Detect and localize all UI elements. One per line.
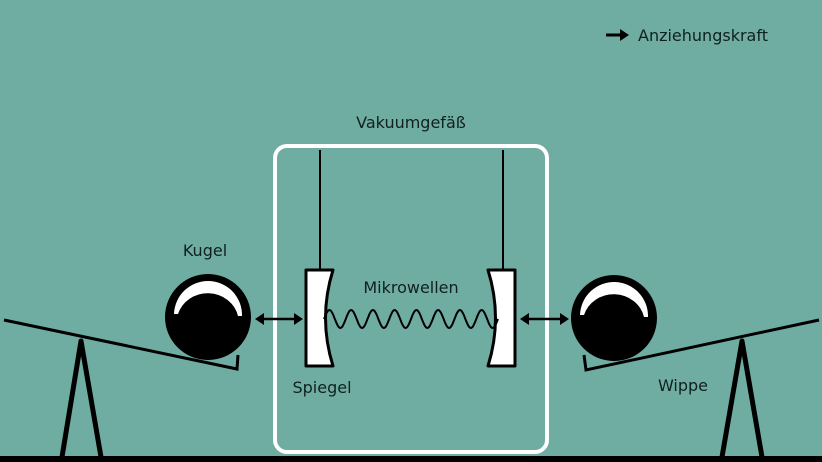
- left-mirror: [304, 268, 335, 368]
- arrow-right-icon: [606, 29, 629, 41]
- left-attraction-arrow: [255, 313, 303, 325]
- vacuum-vessel: [273, 144, 549, 454]
- microwave-wave: [323, 308, 499, 330]
- ball-label: Kugel: [183, 241, 227, 260]
- ground: [0, 456, 822, 462]
- seesaw-label: Wippe: [658, 376, 708, 395]
- microwaves-label: Mikrowellen: [363, 278, 458, 297]
- vessel-label: Vakuumgefäß: [356, 113, 466, 132]
- right-attraction-arrow: [520, 313, 569, 325]
- legend: Anziehungskraft: [606, 26, 768, 45]
- left-ball: [165, 274, 251, 360]
- right-mirror: [486, 268, 517, 368]
- mirror-label: Spiegel: [292, 378, 351, 397]
- left-seesaw: [3, 318, 240, 458]
- right-ball: [571, 275, 657, 361]
- legend-label: Anziehungskraft: [638, 26, 768, 45]
- right-seesaw: [582, 318, 820, 458]
